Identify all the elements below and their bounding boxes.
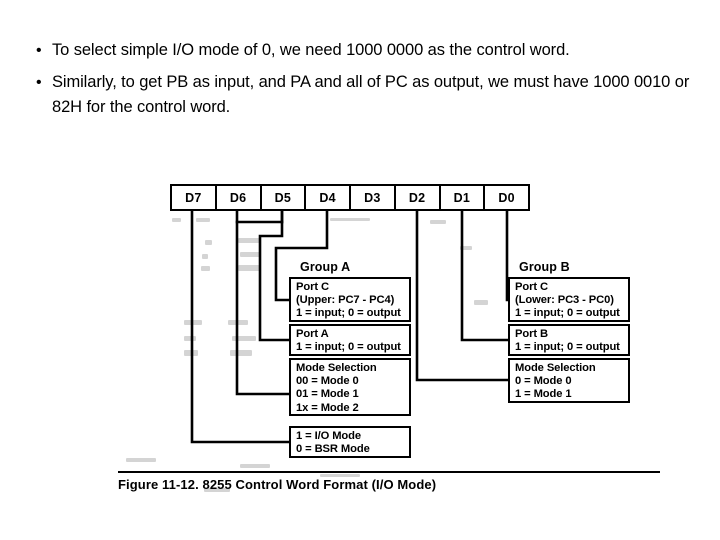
box-line: Mode Selection (515, 362, 596, 374)
bullet-dot-icon: • (36, 74, 42, 91)
box-line: 1x = Mode 2 (296, 401, 359, 414)
line-d4-to-port-a (258, 209, 291, 342)
group-a-port-a-box: Port A 1 = input; 0 = output (289, 324, 411, 356)
box-line: Port C (296, 281, 329, 293)
box-line: 00 = Mode 0 (296, 375, 359, 388)
scan-artifact (196, 218, 210, 222)
connector-lines (190, 209, 510, 444)
scan-artifact (232, 336, 256, 341)
bit-cell-d2: D2 (395, 186, 441, 209)
scan-artifact (172, 218, 181, 222)
box-line: (Upper: PC7 - PC4) (296, 294, 395, 307)
box-line: 01 = Mode 1 (296, 388, 359, 401)
group-b-port-b-box: Port B 1 = input; 0 = output (508, 324, 630, 356)
scan-artifact (238, 265, 261, 271)
caption-divider (118, 471, 660, 473)
line-d3-to-port-c-upper (274, 209, 329, 302)
bit-cell-d3: D3 (351, 186, 396, 209)
scan-artifact (240, 252, 260, 257)
bit-cell-d7: D7 (172, 186, 217, 209)
line-d0-to-port-c-lower (505, 209, 510, 302)
box-line: 1 = input; 0 = output (515, 307, 620, 320)
scan-artifact (430, 220, 446, 224)
group-a-heading: Group A (300, 260, 351, 274)
scan-artifact (240, 464, 270, 468)
line-d2-to-mode-b (415, 209, 510, 382)
scan-artifact (184, 336, 196, 341)
group-b-heading: Group B (519, 260, 570, 274)
bit-cell-d0: D0 (485, 186, 528, 209)
scan-artifact (460, 246, 472, 250)
control-word-bit-row: D7 D6 D5 D4 D3 D2 D1 D0 (170, 184, 530, 211)
slide-bullet-list: • To select simple I/O mode of 0, we nee… (30, 38, 690, 120)
line-d6-bracket (235, 209, 284, 224)
scan-artifact (230, 350, 252, 356)
scan-artifact (202, 254, 208, 259)
box-line: 1 = input; 0 = output (296, 307, 401, 320)
box-line: 1 = input; 0 = output (515, 341, 620, 354)
scan-artifact (320, 474, 360, 477)
bullet-text: To select simple I/O mode of 0, we need … (52, 41, 570, 59)
scan-artifact (204, 488, 230, 492)
figure-caption: Figure 11-12. 8255 Control Word Format (… (118, 477, 437, 492)
scan-artifact (474, 300, 488, 305)
box-line: Port C (515, 281, 548, 293)
group-a-mode-selection-box: Mode Selection 00 = Mode 0 01 = Mode 1 1… (289, 358, 411, 416)
group-b-port-c-box: Port C (Lower: PC3 - PC0) 1 = input; 0 =… (508, 277, 630, 322)
bit-cell-d6: D6 (216, 186, 262, 209)
scan-artifact (238, 238, 260, 243)
control-word-figure: D7 D6 D5 D4 D3 D2 D1 D0 Group A Group B … (0, 168, 720, 514)
box-line: 1 = Mode 1 (515, 388, 572, 401)
box-line: 0 = BSR Mode (296, 443, 370, 456)
group-b-mode-selection-box: Mode Selection 0 = Mode 0 1 = Mode 1 (508, 358, 630, 403)
bullet-text: Similarly, to get PB as input, and PA an… (52, 73, 690, 116)
box-line: (Lower: PC3 - PC0) (515, 294, 614, 307)
bit-cell-d1: D1 (440, 186, 486, 209)
io-bsr-mode-box: 1 = I/O Mode 0 = BSR Mode (289, 426, 411, 458)
box-line: 1 = input; 0 = output (296, 341, 401, 354)
box-line: Port B (515, 328, 548, 340)
scan-artifact (126, 458, 156, 462)
bit-cell-d4: D4 (306, 186, 351, 209)
group-a-port-c-box: Port C (Upper: PC7 - PC4) 1 = input; 0 =… (289, 277, 411, 322)
line-d7-to-io-mode (190, 209, 291, 444)
bit-cell-d5: D5 (261, 186, 307, 209)
scan-artifact (205, 240, 212, 245)
box-line: Mode Selection (296, 362, 377, 374)
line-d1-to-port-b (460, 209, 510, 342)
scan-artifact (330, 218, 370, 221)
scan-artifact (201, 266, 210, 271)
box-line: Port A (296, 328, 329, 340)
line-d6d5-to-mode-a (235, 220, 291, 396)
bullet-dot-icon: • (36, 42, 42, 59)
list-item: • To select simple I/O mode of 0, we nee… (30, 38, 690, 63)
box-line: 1 = I/O Mode (296, 430, 362, 442)
list-item: • Similarly, to get PB as input, and PA … (30, 70, 690, 120)
box-line: 0 = Mode 0 (515, 375, 572, 388)
